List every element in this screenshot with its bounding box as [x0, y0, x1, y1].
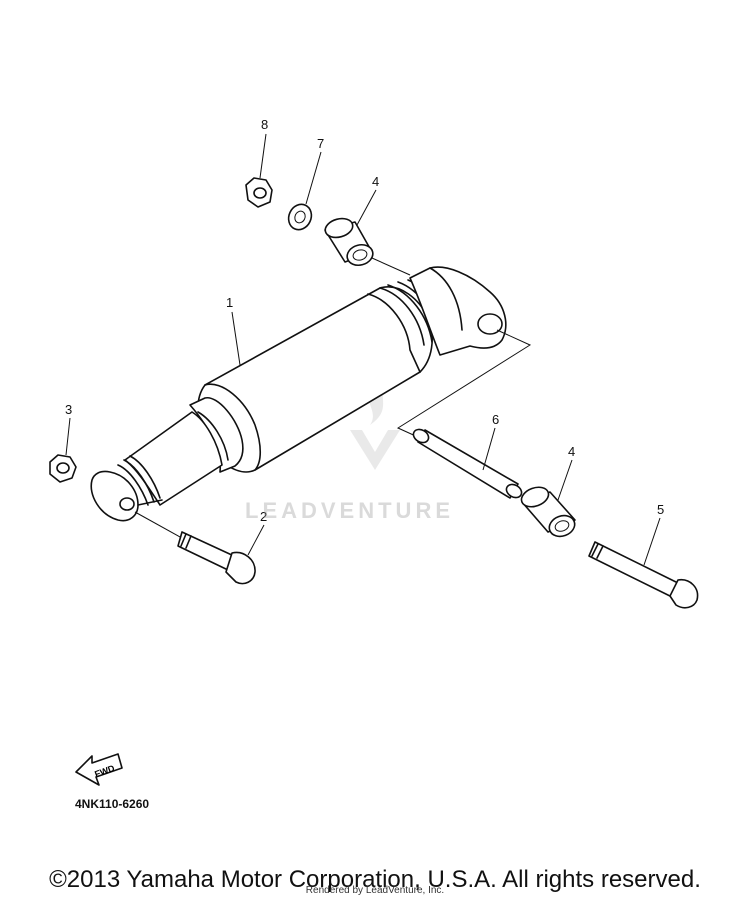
callout-3: 3 — [65, 402, 73, 417]
shock-absorber[interactable] — [90, 266, 507, 522]
watermark-text: LEADVENTURE — [245, 498, 455, 523]
pipe-part-6[interactable] — [411, 427, 524, 500]
callout-leaders — [65, 133, 661, 566]
nut-part-3[interactable] — [49, 454, 77, 483]
fwd-arrow-icon: FWD — [75, 753, 123, 786]
bolt-part-5[interactable] — [588, 541, 699, 609]
callout-4-upper: 4 — [372, 174, 380, 189]
collar-part-4-lower[interactable] — [519, 484, 578, 540]
callout-7: 7 — [317, 136, 325, 151]
diagram-code: 4NK110-6260 — [75, 797, 150, 811]
nut-part-8[interactable] — [245, 177, 273, 208]
copyright-notice: ©2013 Yamaha Motor Corporation, U.S.A. A… — [49, 866, 701, 893]
rendered-by-notice: Rendered by LeadVenture, Inc. — [305, 885, 445, 896]
callout-2: 2 — [260, 509, 268, 524]
collar-part-4-upper[interactable] — [323, 216, 375, 268]
callout-1: 1 — [226, 295, 234, 310]
assembly-reference-lines — [134, 257, 532, 539]
callout-8: 8 — [261, 117, 269, 132]
callout-6: 6 — [492, 412, 500, 427]
bolt-part-2[interactable] — [177, 531, 256, 585]
callout-4-lower: 4 — [568, 444, 576, 459]
washer-part-7[interactable] — [285, 201, 316, 234]
callout-5: 5 — [657, 502, 665, 517]
